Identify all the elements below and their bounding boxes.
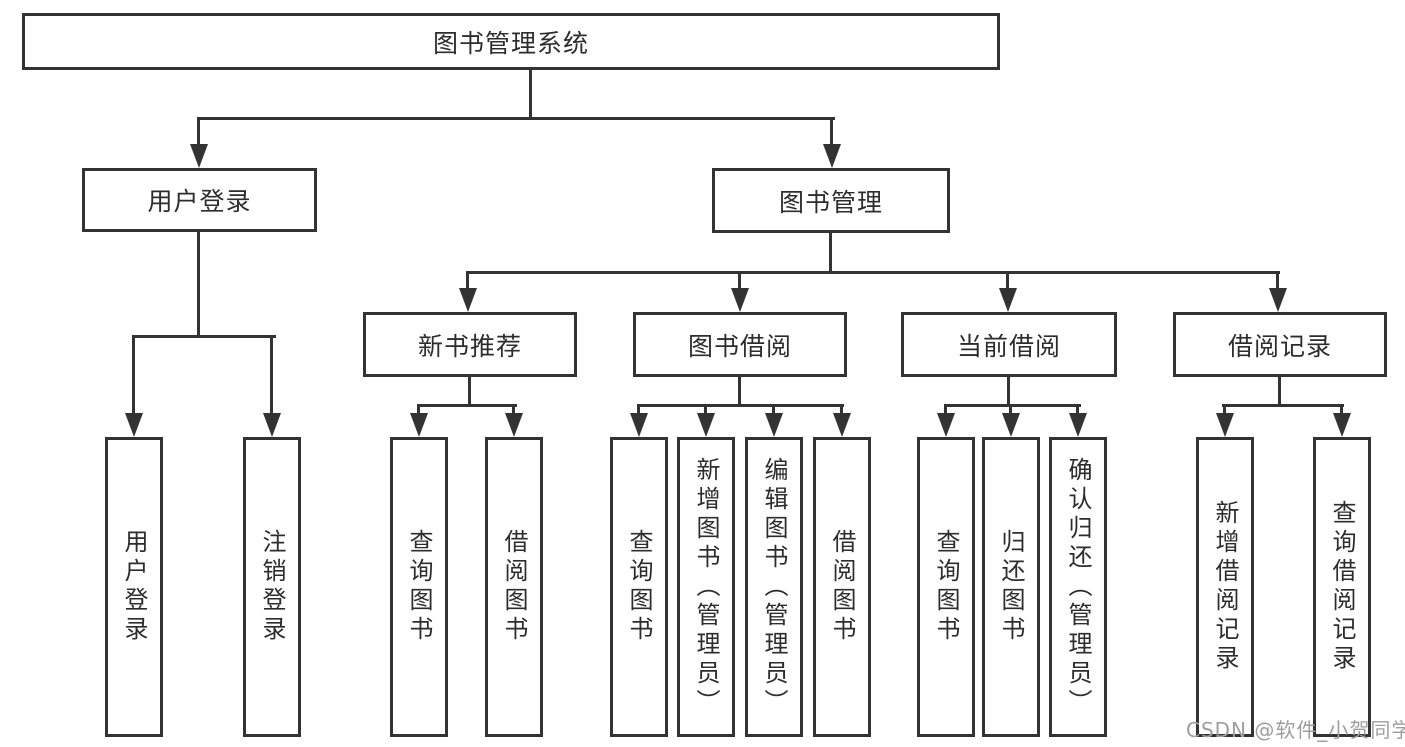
arrow-down-icon (731, 288, 749, 312)
arrow-down-icon (410, 413, 428, 437)
connector-line (132, 335, 276, 338)
arrow-down-icon (1069, 413, 1087, 437)
connector-line (944, 404, 1081, 407)
connector-line (1007, 375, 1010, 406)
node-add-book-admin: 新增图书（管理员） (677, 437, 735, 737)
node-borrowing-records: 借阅记录 (1173, 312, 1387, 377)
connector-line (637, 404, 640, 416)
arrow-down-icon (765, 413, 783, 437)
connector-line (637, 404, 844, 407)
node-add-borrow-record: 新增借阅记录 (1196, 437, 1254, 737)
connector-line (1278, 375, 1281, 406)
arrow-down-icon (937, 413, 955, 437)
connector-line (512, 404, 515, 416)
arrow-down-icon (190, 144, 208, 168)
connector-line (738, 375, 741, 406)
node-return-books: 归还图书 (982, 437, 1040, 737)
node-borrow-books-recommend: 借阅图书 (485, 437, 543, 737)
arrow-down-icon (1333, 413, 1351, 437)
node-logout: 注销登录 (243, 437, 301, 737)
node-user-login: 用户登录 (82, 168, 317, 232)
arrow-down-icon (263, 413, 281, 437)
arrow-down-icon (125, 413, 143, 437)
connector-line (197, 117, 835, 120)
arrow-down-icon (833, 413, 851, 437)
node-book-management: 图书管理 (712, 168, 950, 233)
node-query-books-current: 查询图书 (917, 437, 975, 737)
node-query-books-recommend: 查询图书 (390, 437, 448, 737)
arrow-down-icon (1269, 288, 1287, 312)
watermark-text: CSDN @软件_小贺同学 (1186, 718, 1405, 742)
arrow-down-icon (697, 413, 715, 437)
connector-line (1340, 404, 1343, 416)
connector-line (772, 404, 775, 416)
node-library-management-system: 图书管理系统 (22, 13, 1000, 70)
node-new-book-recommendation: 新书推荐 (363, 312, 577, 377)
connector-line (132, 335, 135, 415)
node-user-login-leaf: 用户登录 (105, 437, 163, 737)
connector-line (466, 271, 1280, 274)
connector-line (840, 404, 843, 416)
connector-line (738, 271, 741, 290)
arrow-down-icon (1216, 413, 1234, 437)
connector-line (197, 117, 200, 147)
connector-line (1222, 404, 1344, 407)
connector-line (270, 335, 273, 415)
connector-line (197, 231, 200, 337)
connector-line (1076, 404, 1079, 416)
connector-line (1009, 404, 1012, 416)
node-edit-book-admin: 编辑图书（管理员） (745, 437, 803, 737)
connector-line (466, 271, 469, 290)
arrow-down-icon (1002, 413, 1020, 437)
arrow-down-icon (459, 288, 477, 312)
connector-line (417, 404, 517, 407)
node-query-borrow-record: 查询借阅记录 (1313, 437, 1371, 737)
connector-line (468, 375, 471, 406)
node-current-borrowing: 当前借阅 (901, 312, 1117, 377)
connector-line (830, 117, 833, 147)
connector-line (829, 231, 832, 273)
connector-line (944, 404, 947, 416)
node-book-borrowing: 图书借阅 (633, 312, 847, 377)
arrow-down-icon (823, 144, 841, 168)
connector-line (529, 68, 532, 120)
arrow-down-icon (999, 288, 1017, 312)
node-confirm-return-admin: 确认归还（管理员） (1049, 437, 1107, 737)
connector-line (1276, 271, 1279, 290)
connector-line (417, 404, 420, 416)
arrow-down-icon (505, 413, 523, 437)
arrow-down-icon (630, 413, 648, 437)
connector-line (1006, 271, 1009, 290)
node-query-books-borrow: 查询图书 (610, 437, 668, 737)
connector-line (704, 404, 707, 416)
connector-line (1223, 404, 1226, 416)
node-borrow-books: 借阅图书 (813, 437, 871, 737)
